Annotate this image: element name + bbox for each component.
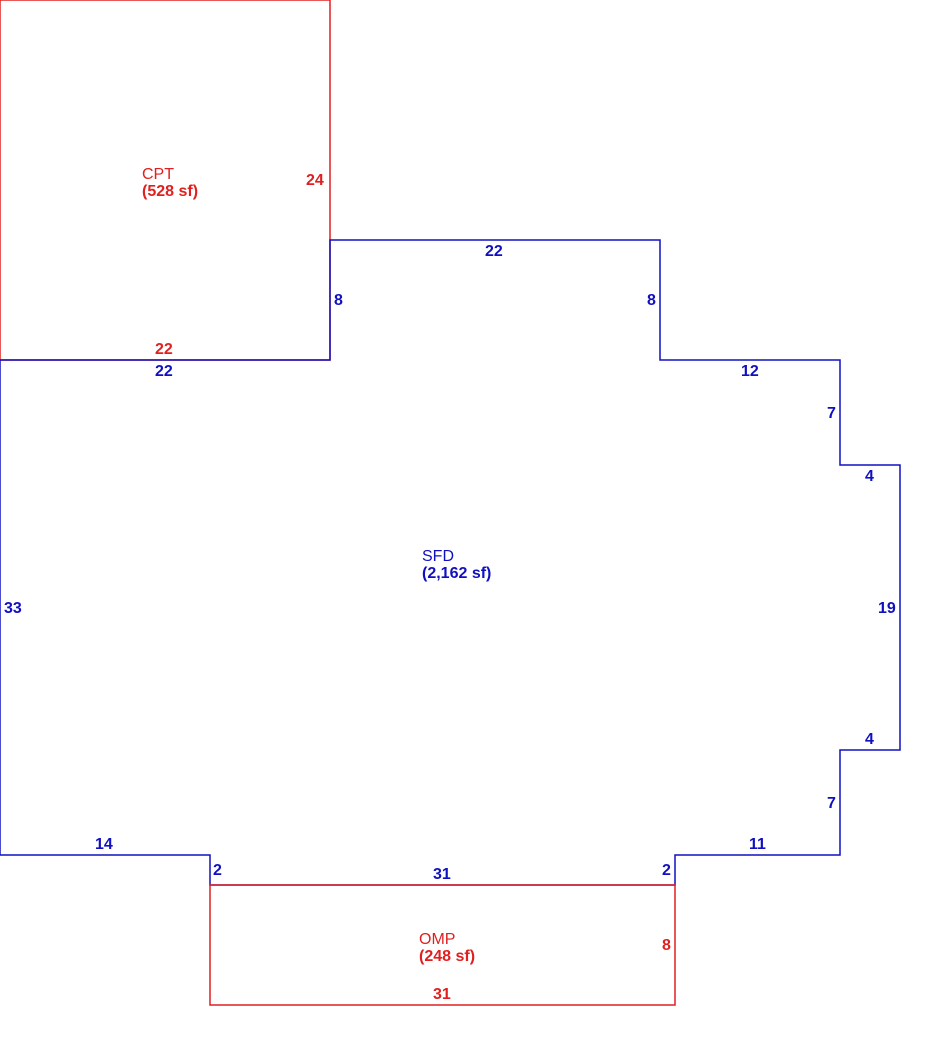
dim-sfd-top-left: 22 — [155, 363, 173, 380]
dim-omp-right: 8 — [662, 937, 671, 954]
sfd-area-name: SFD — [422, 548, 454, 565]
dim-sfd-notch-left: 8 — [334, 292, 343, 309]
omp-outline — [209, 884, 676, 1006]
dim-sfd-lower-right-run: 11 — [749, 836, 766, 853]
cpt-area-name: CPT — [142, 166, 174, 183]
dim-sfd-upper-right-drop: 7 — [827, 405, 836, 422]
dim-sfd-lower-right-drop: 7 — [827, 795, 836, 812]
omp-area-size: (248 sf) — [419, 948, 475, 965]
dim-sfd-bump-bottom: 4 — [865, 731, 874, 748]
dim-sfd-upper-right-run: 12 — [741, 363, 759, 380]
omp-area-name: OMP — [419, 931, 455, 948]
dim-sfd-notch-right: 8 — [647, 292, 656, 309]
dim-sfd-right: 19 — [878, 600, 896, 617]
dim-sfd-top: 22 — [485, 243, 503, 260]
dim-sfd-step-left: 2 — [213, 862, 222, 879]
dim-cpt-right: 24 — [306, 172, 324, 189]
dim-cpt-bottom: 22 — [155, 341, 173, 358]
dim-omp-bottom: 31 — [433, 986, 451, 1003]
dim-sfd-bottom-left: 14 — [95, 836, 113, 853]
cpt-area-size: (528 sf) — [142, 183, 198, 200]
dim-sfd-left: 33 — [4, 600, 22, 617]
sfd-area-size: (2,162 sf) — [422, 565, 491, 582]
dim-sfd-step-right: 2 — [662, 862, 671, 879]
dim-sfd-bottom: 31 — [433, 866, 451, 883]
dim-sfd-bump-top: 4 — [865, 468, 874, 485]
sfd-outline — [0, 239, 901, 886]
